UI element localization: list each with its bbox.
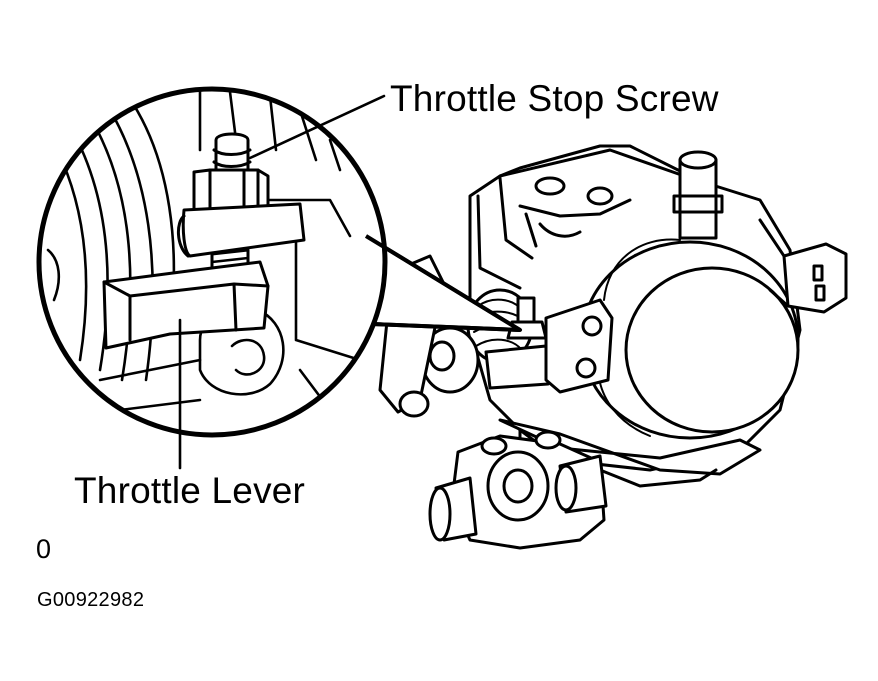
bottom-left-pipe-end xyxy=(428,486,452,542)
housing-top-detail xyxy=(518,198,632,248)
lever-pivot-inner xyxy=(428,340,456,372)
zoom-screw-bracket-side xyxy=(177,214,190,258)
bottom-right-pipe-end xyxy=(554,464,578,512)
connector-pin-b xyxy=(814,284,826,302)
top-nipple-collar xyxy=(672,194,724,214)
mini-plate xyxy=(544,298,614,394)
connector-pin-a xyxy=(812,264,824,282)
mini-plate-bolt-2 xyxy=(575,357,597,379)
mini-plate-bolt xyxy=(581,315,603,337)
bottom-small-boss-2 xyxy=(534,430,562,450)
leader-lines xyxy=(178,94,386,470)
zoom-screw-bracket xyxy=(181,202,306,258)
mini-throttle-lever xyxy=(484,344,550,390)
lower-body xyxy=(498,418,762,476)
mount-boss-left xyxy=(534,176,566,196)
figure-code: G00922982 xyxy=(37,589,145,611)
zoom-bore-ring-6 xyxy=(46,248,61,302)
spring-coils xyxy=(473,298,527,351)
mount-boss-right xyxy=(586,186,614,206)
bottom-small-boss xyxy=(480,436,508,456)
connector-body xyxy=(758,218,790,308)
leader-stop-screw xyxy=(248,94,386,160)
magnifier-rim xyxy=(36,86,388,438)
bottom-round-boss-inner xyxy=(502,468,534,504)
zoom-throttle-lever-face xyxy=(102,280,270,342)
zoom-lower-boss-inner xyxy=(230,338,266,376)
magnifier-callout xyxy=(36,86,522,438)
zoom-housing-lines xyxy=(198,89,342,172)
zoom-stop-screw xyxy=(192,132,270,218)
zoom-housing-right xyxy=(258,198,362,362)
top-nipple xyxy=(678,158,718,240)
bore-inner-face xyxy=(624,266,800,434)
housing-upper-flange xyxy=(476,176,534,290)
throttle-lever-label: Throttle Lever xyxy=(74,470,306,511)
top-nipple-cap xyxy=(678,150,718,170)
bracket-bolt xyxy=(398,390,430,418)
corner-mark-zero: 0 xyxy=(36,534,52,564)
throttle-body xyxy=(378,144,848,550)
throttle-stop-screw-label: Throttle Stop Screw xyxy=(390,78,719,119)
housing-top-ridge xyxy=(498,144,692,178)
magnifier-pointer-edge xyxy=(364,234,522,332)
